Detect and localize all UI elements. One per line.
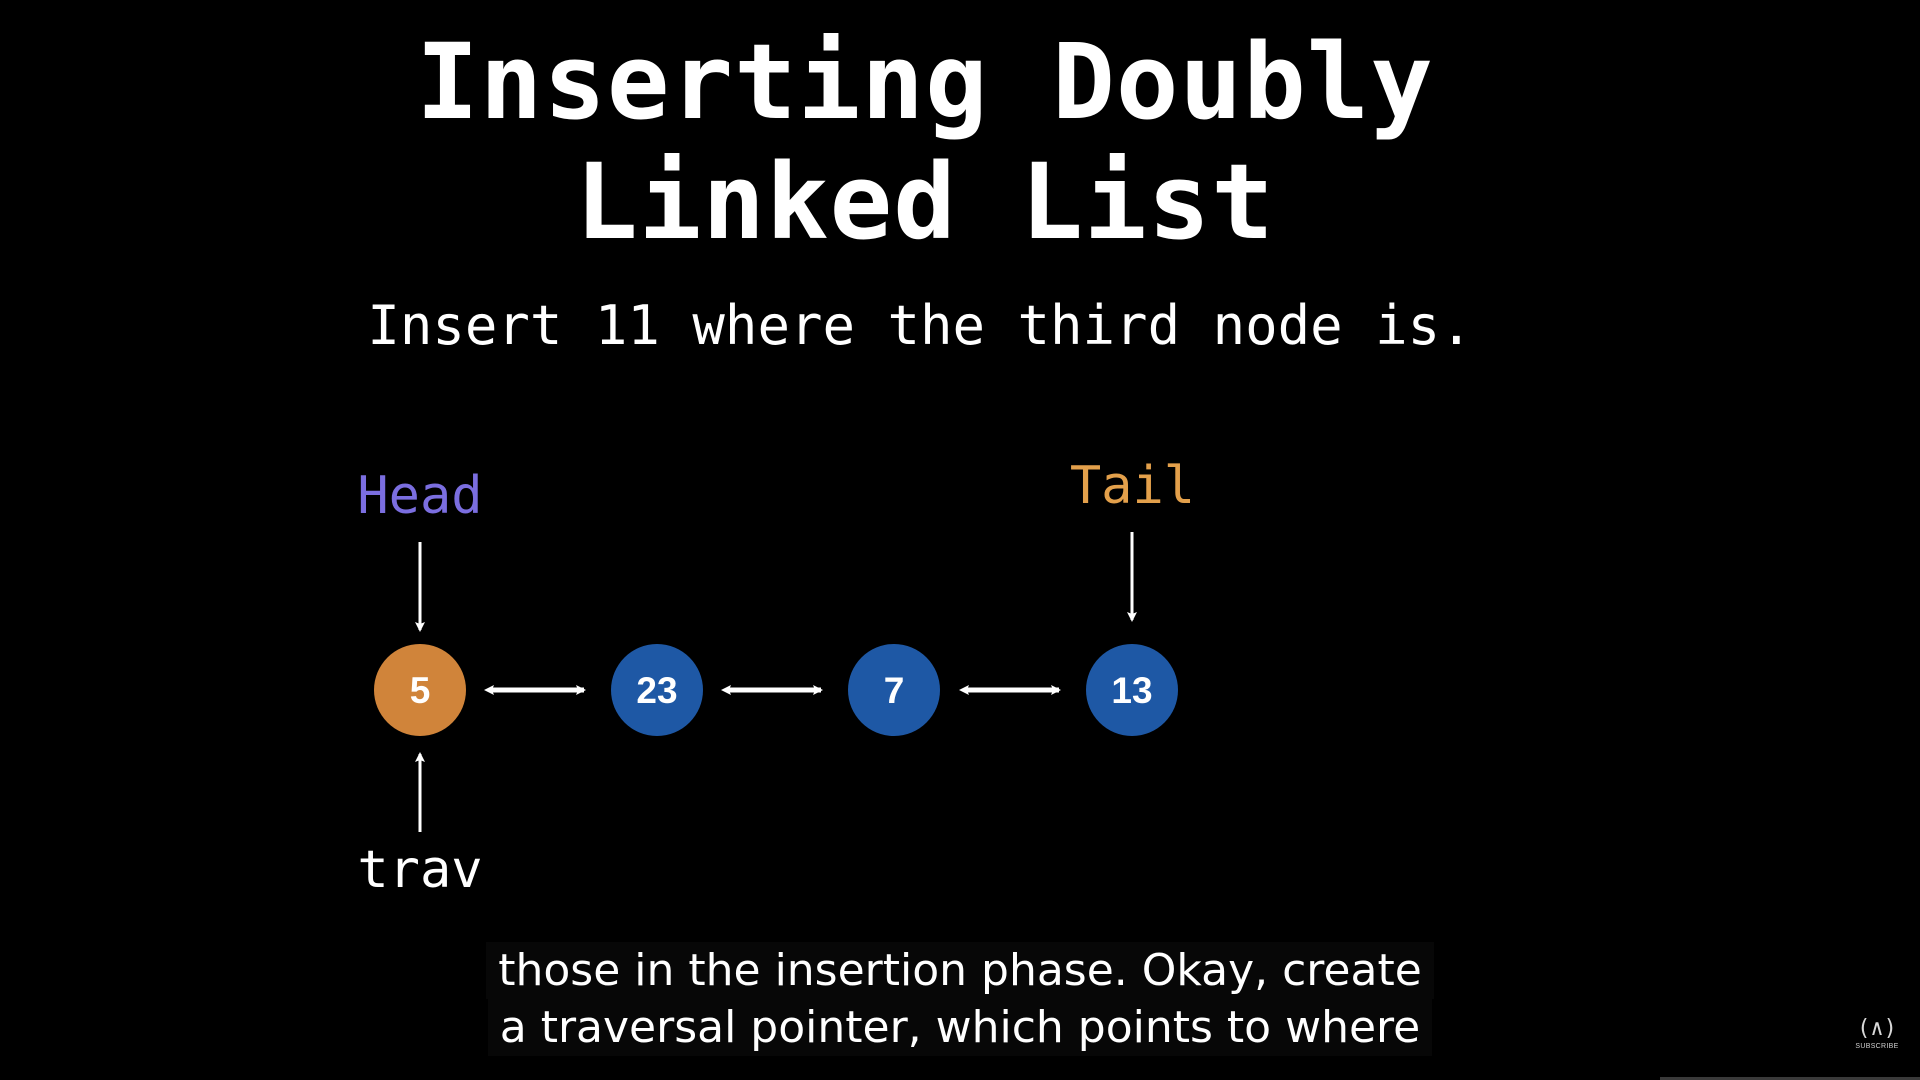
caption-line-1: those in the insertion phase. Okay, crea… — [486, 942, 1434, 999]
node-circle — [848, 644, 940, 736]
video-progress-track[interactable] — [1660, 1077, 1920, 1080]
node-value: 7 — [884, 670, 905, 711]
video-caption: those in the insertion phase. Okay, crea… — [0, 942, 1920, 1056]
caption-line-2: a traversal pointer, which points to whe… — [487, 999, 1433, 1056]
node-value: 23 — [636, 670, 677, 711]
slide-subtitle: Insert 11 where the third node is. — [367, 294, 1473, 357]
freecodecamp-logo-icon: (∧) — [1857, 1016, 1897, 1041]
node-value: 13 — [1111, 670, 1152, 711]
subscribe-label: SUBSCRIBE — [1855, 1043, 1899, 1050]
node-value: 5 — [410, 670, 431, 711]
list-node-1: 23 — [611, 644, 703, 736]
node-circle — [1086, 644, 1178, 736]
slide-title-line-1: Inserting Doubly — [416, 21, 1434, 143]
node-circle — [374, 644, 466, 736]
head-pointer-label: Head — [357, 466, 483, 526]
trav-pointer-label: trav — [357, 840, 483, 900]
channel-logo[interactable]: (∧) SUBSCRIBE — [1854, 1016, 1900, 1056]
list-node-0: 5 — [374, 644, 466, 736]
list-node-2: 7 — [848, 644, 940, 736]
node-circle — [611, 644, 703, 736]
slide-title-line-2: Linked List — [575, 141, 1275, 263]
tail-pointer-label: Tail — [1069, 456, 1196, 516]
list-node-3: 13 — [1086, 644, 1178, 736]
